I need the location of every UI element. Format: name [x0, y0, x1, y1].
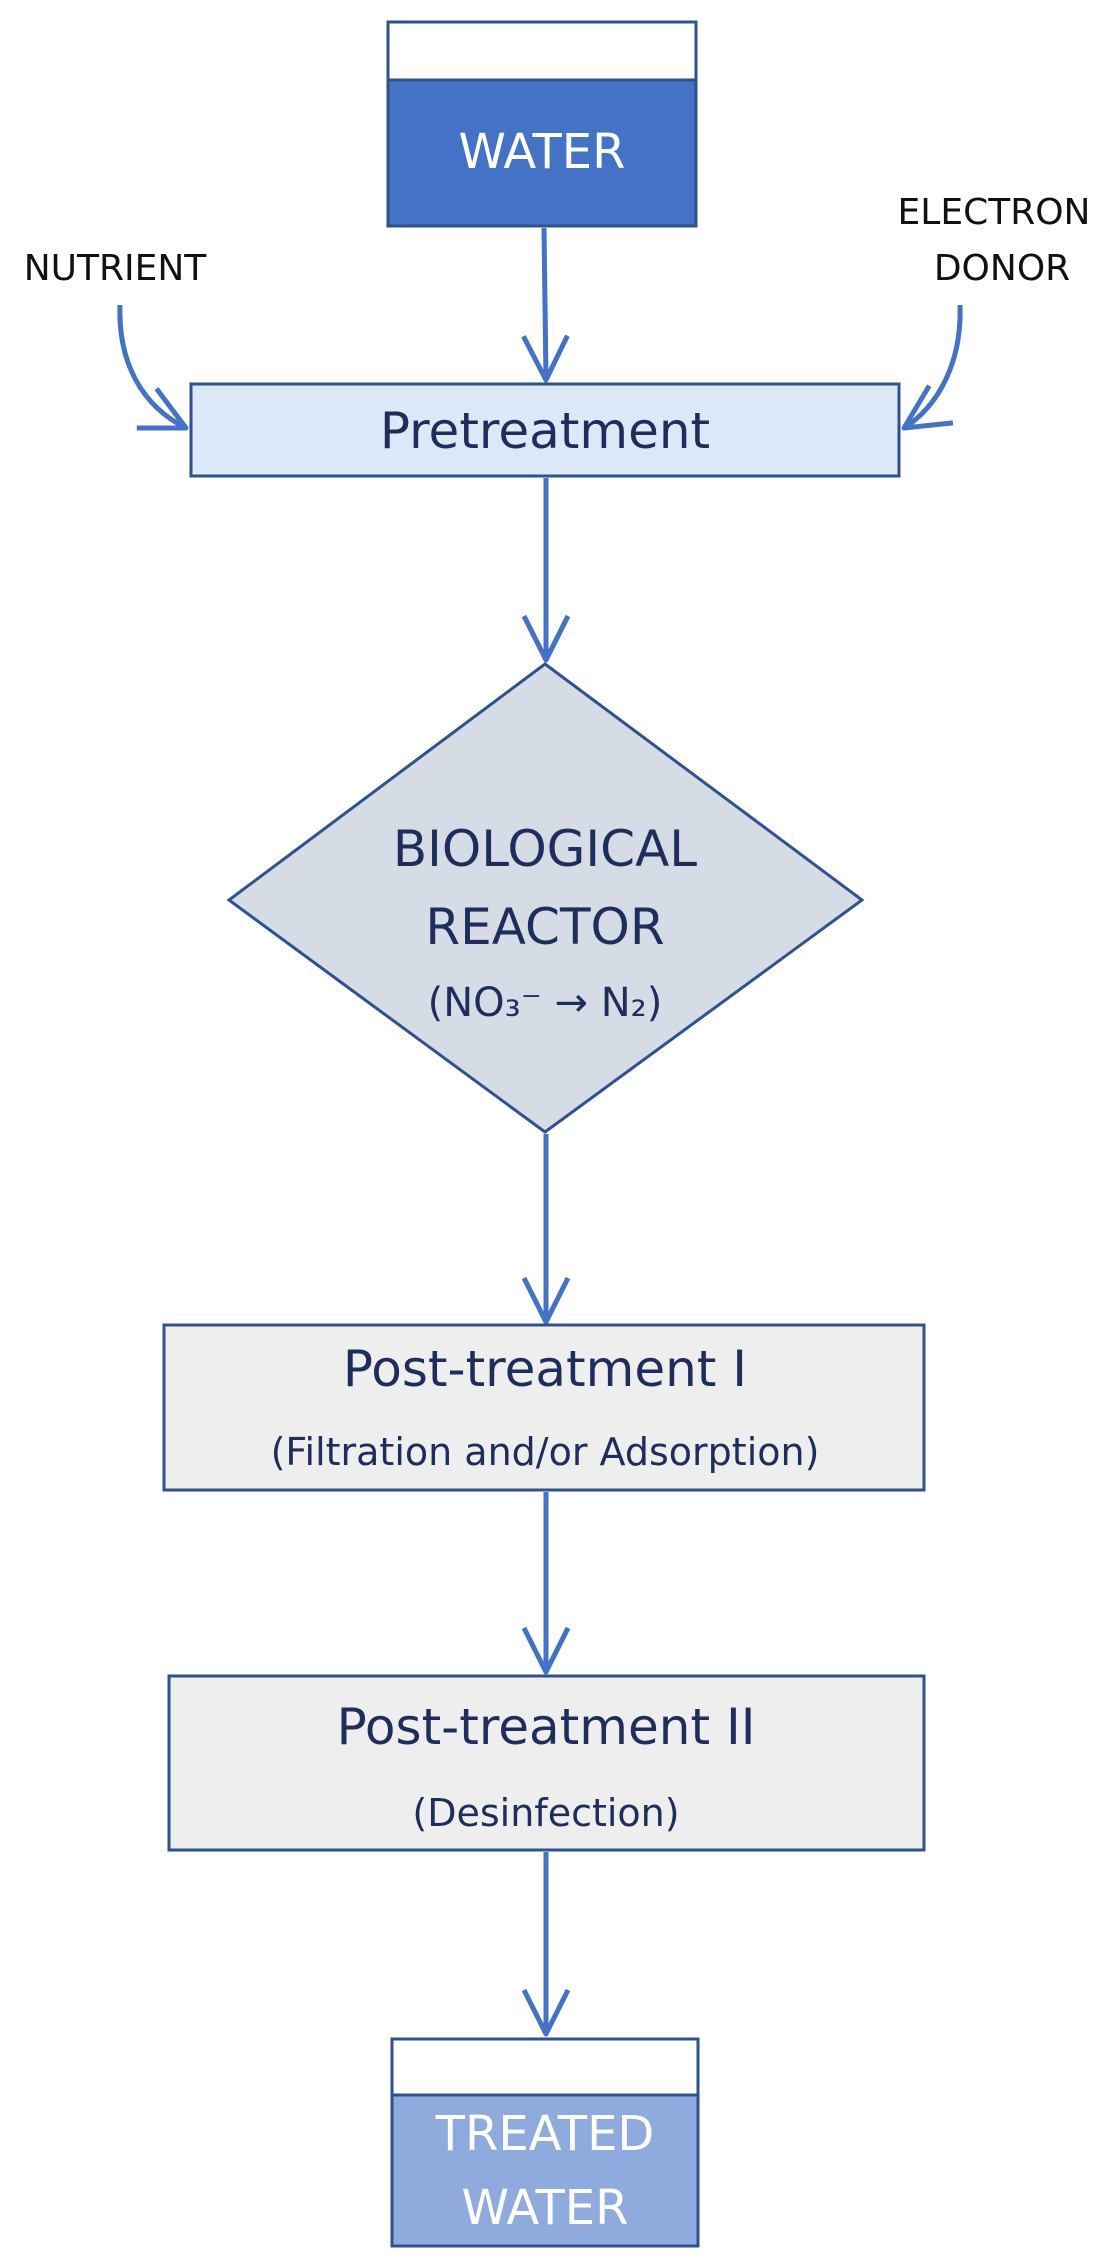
post-treatment-2-box: Post-treatment II (Desinfection)	[167, 1674, 926, 1852]
treated-label-line1: TREATED	[435, 2106, 655, 2162]
pretreatment-label: Pretreatment	[380, 402, 710, 460]
reactor-formula: (NO₃⁻ → N₂)	[428, 980, 663, 1026]
biological-reactor: BIOLOGICAL REACTOR (NO₃⁻ → N₂)	[226, 662, 865, 1134]
pretreatment-box: Pretreatment	[189, 382, 901, 478]
flow-arrows	[117, 227, 963, 2037]
water-tank-body	[386, 78, 698, 228]
water-label: WATER	[459, 124, 626, 180]
reactor-diamond	[226, 662, 865, 1134]
water-tank: WATER	[386, 20, 698, 228]
nutrient-label: NUTRIENT	[24, 248, 208, 289]
arrow-water-to-pretreatment	[521, 227, 570, 383]
post-treatment-2-title: Post-treatment II	[337, 1698, 756, 1756]
post-treatment-1-subtitle: (Filtration and/or Adsorption)	[271, 1430, 820, 1474]
post-treatment-1-rect	[162, 1323, 926, 1492]
post-treatment-2-subtitle: (Desinfection)	[412, 1791, 679, 1835]
reactor-label-line2: REACTOR	[425, 898, 664, 956]
electron-donor-label-line2: DONOR	[934, 248, 1070, 289]
treated-label-line2: WATER	[462, 2180, 629, 2236]
post-treatment-1-title: Post-treatment I	[343, 1340, 747, 1398]
treated-tank-body	[390, 2093, 700, 2248]
post-treatment-2-rect	[167, 1674, 926, 1852]
arrow-nutrient-to-pretreatment	[117, 304, 189, 431]
treated-tank-top	[390, 2037, 700, 2097]
treated-water-tank: TREATED WATER	[390, 2037, 700, 2248]
reactor-label-line1: BIOLOGICAL	[393, 820, 697, 878]
post-treatment-1-box: Post-treatment I (Filtration and/or Adso…	[162, 1323, 926, 1492]
pretreatment-rect	[189, 382, 901, 478]
electron-donor-label-line1: ELECTRON	[898, 192, 1091, 233]
arrow-electron-donor-to-pretreatment	[901, 304, 963, 431]
water-tank-top	[386, 20, 698, 82]
